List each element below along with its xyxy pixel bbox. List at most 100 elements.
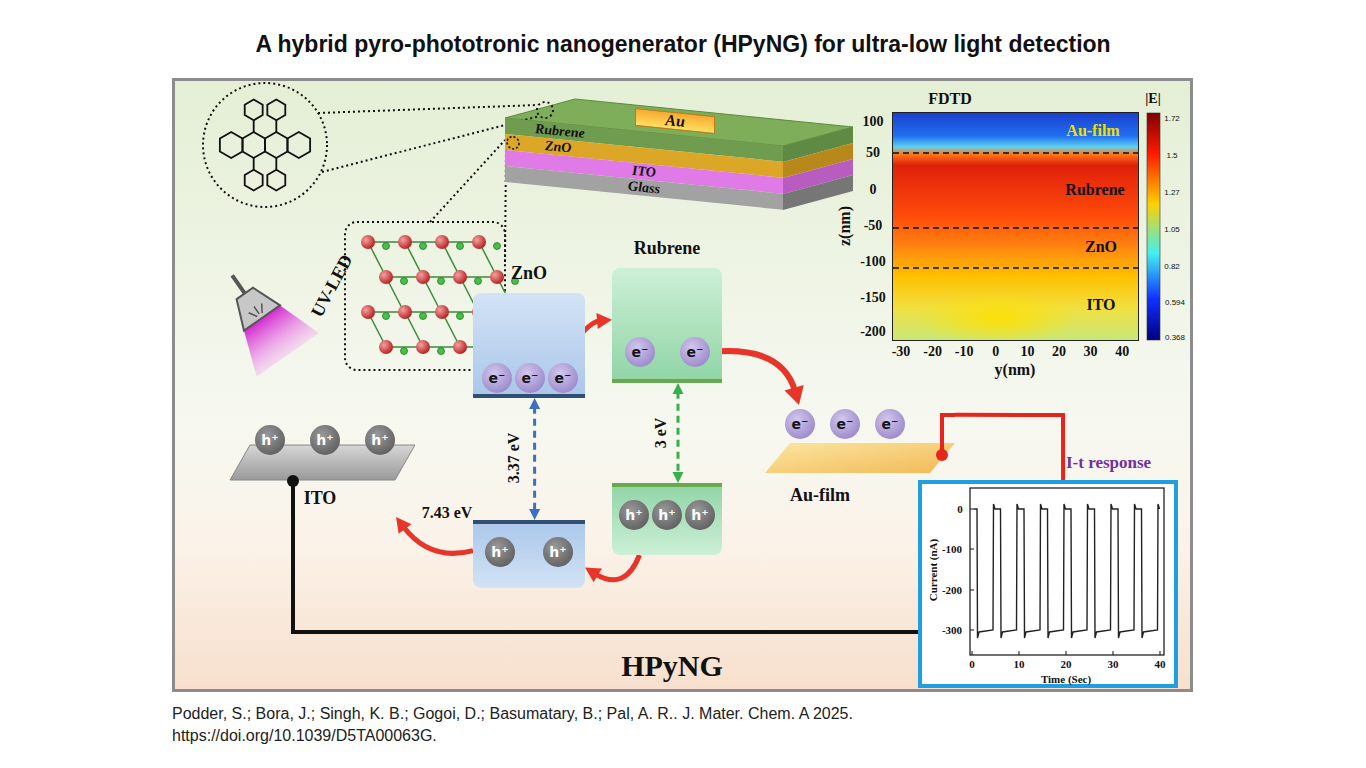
arrowhead	[673, 472, 684, 483]
ring	[245, 170, 263, 191]
electron: e⁻	[548, 363, 578, 393]
node-text: Rubrene	[634, 238, 701, 259]
electron: e⁻	[625, 337, 655, 367]
zoom-spot	[507, 136, 519, 149]
title: A hybrid pyro-phototronic nanogenerator …	[0, 31, 1366, 58]
oxygen-atom	[398, 305, 412, 319]
electron: e⁻	[875, 409, 905, 439]
axis-tick: -100	[942, 543, 962, 555]
field-hotspot	[918, 290, 1078, 340]
axis-tick: 10	[1020, 344, 1034, 360]
electron: e⁻	[515, 363, 545, 393]
lamp-rays	[247, 302, 266, 319]
axis-tick: -100	[860, 254, 886, 270]
caption: Podder, S.; Bora, J.; Singh, K. B.; Gogo…	[172, 703, 1072, 747]
colorbar-title: |E|	[1145, 91, 1161, 107]
edge-label: 7.43 eV	[422, 504, 473, 522]
node-text: h⁺	[691, 507, 708, 523]
zinc-atom	[475, 278, 482, 285]
oxygen-atom	[453, 270, 467, 284]
node-text: e⁻	[792, 416, 809, 432]
arrowhead	[784, 385, 803, 405]
oxygen-atom	[379, 340, 393, 354]
hole: h⁺	[543, 537, 573, 567]
axis-tick: -300	[942, 624, 962, 636]
axis-title: y(nm)	[995, 361, 1036, 379]
node-text: h⁺	[316, 432, 333, 448]
node-text: ZnO	[511, 263, 547, 284]
ring	[245, 99, 263, 120]
molecule-zoom-circle	[203, 83, 327, 207]
oxygen-atom	[435, 235, 449, 249]
bonds	[254, 120, 277, 169]
terminal-dot	[936, 449, 948, 461]
oxygen-atom	[416, 340, 430, 354]
colorbar-tick: 1.72	[1164, 114, 1180, 123]
connector-line	[533, 407, 536, 511]
ring	[243, 132, 265, 158]
plot-title: FDTD	[928, 90, 972, 108]
plot-frame	[970, 488, 1164, 655]
connector	[293, 517, 918, 632]
node-text: I-t response	[1066, 453, 1151, 473]
ring	[220, 132, 243, 158]
axis-tick: 50	[866, 145, 880, 161]
connector	[710, 351, 804, 405]
connector-line	[677, 392, 680, 474]
zinc-atom	[438, 278, 445, 285]
axis-tick: -10	[955, 344, 974, 360]
axis-tick: 0	[969, 658, 975, 670]
axis-tick: -200	[942, 584, 962, 596]
axis-tick: -200	[860, 324, 886, 340]
node-text: e⁻	[882, 416, 899, 432]
zinc-atom	[383, 313, 390, 320]
node-text: e⁻	[489, 370, 506, 386]
hole: h⁺	[652, 500, 682, 530]
axis-title: z(nm)	[836, 206, 854, 246]
zoom-spot	[537, 102, 553, 118]
ito-electrode: ITO h⁺ h⁺ h⁺	[225, 425, 415, 517]
node-text: e⁻	[687, 344, 704, 360]
glass-side-face	[783, 175, 853, 210]
hole: h⁺	[485, 537, 515, 567]
hole: h⁺	[619, 500, 649, 530]
node-text: h⁺	[371, 432, 388, 448]
node-text: ITO	[1086, 296, 1115, 314]
axis-tick: 100	[863, 114, 884, 130]
zinc-atom	[438, 348, 445, 355]
node-text: e⁻	[522, 370, 539, 386]
leader-line	[430, 140, 505, 222]
colorbar	[1147, 113, 1160, 340]
node-text: h⁺	[491, 544, 508, 560]
node-text: e⁻	[632, 344, 649, 360]
ring	[265, 132, 287, 158]
axis-tick: 20	[1061, 658, 1072, 670]
node-text: h⁺	[625, 507, 642, 523]
wire	[942, 415, 955, 455]
axis-tick: 20	[1052, 344, 1066, 360]
electron: e⁻	[482, 363, 512, 393]
colorbar-tick: 1.5	[1166, 151, 1177, 160]
connector-line	[293, 517, 918, 632]
connector-line	[955, 415, 1063, 480]
oxygen-atom	[453, 340, 467, 354]
zinc-atom	[457, 243, 464, 250]
axis-tick: -50	[864, 218, 883, 234]
oxygen-atom	[490, 270, 504, 284]
lamp-cable	[232, 275, 245, 293]
zinc-atom	[420, 243, 427, 250]
axis-tick: 0	[992, 344, 999, 360]
terminal-dot	[287, 475, 299, 487]
oxygen-atom	[361, 235, 375, 249]
node-text: h⁺	[261, 432, 278, 448]
node-text: ITO	[304, 488, 337, 509]
current-trace	[974, 504, 1160, 638]
colorbar-tick: 0.368	[1165, 333, 1185, 342]
axis-tick: 0	[870, 182, 877, 198]
leader-line	[318, 105, 538, 113]
ring	[287, 132, 310, 158]
connector	[396, 517, 473, 553]
colorbar-tick: 0.82	[1164, 262, 1180, 271]
axis-tick: -30	[892, 344, 911, 360]
plate	[765, 443, 955, 473]
